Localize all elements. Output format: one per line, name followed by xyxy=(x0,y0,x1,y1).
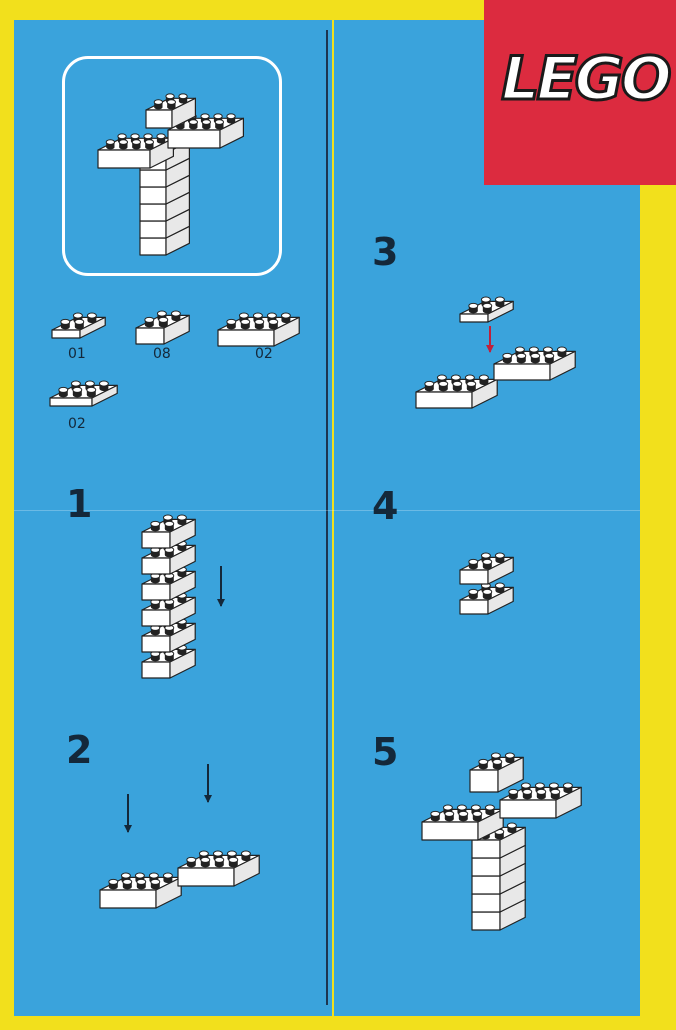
finished-model-preview xyxy=(62,56,282,276)
part-count: 01 xyxy=(68,346,86,362)
step-number-4: 4 xyxy=(372,484,399,528)
lego-logo-text: LEGO xyxy=(500,43,673,116)
part-count: 08 xyxy=(153,346,171,362)
part-count: 02 xyxy=(255,346,273,362)
step-number-5: 5 xyxy=(372,730,399,774)
part-count: 02 xyxy=(68,416,86,432)
fold-line-vertical xyxy=(326,30,328,1005)
fold-line-horizontal xyxy=(14,510,640,511)
step-number-2: 2 xyxy=(66,728,93,772)
step-number-3: 3 xyxy=(372,230,399,274)
step-number-1: 1 xyxy=(66,482,93,526)
lego-logo xyxy=(484,0,676,185)
